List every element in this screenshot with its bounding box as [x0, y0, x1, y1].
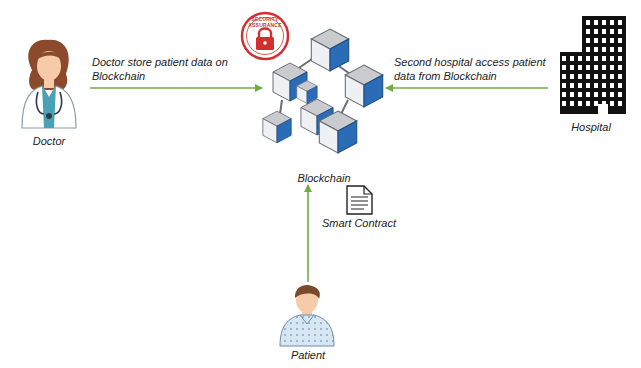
- doctor-figure: [22, 40, 76, 128]
- blockchain-node: Blockchain: [262, 20, 386, 185]
- badge-text: SECURITY ASSURANCE: [247, 16, 283, 28]
- store-arrow: [90, 87, 262, 89]
- access-arrow: [386, 87, 548, 89]
- edge-label: Doctor store patient data on Blockchain: [92, 55, 240, 83]
- patient-node: Patient: [266, 282, 350, 362]
- document-icon: [347, 186, 372, 214]
- edge-label: Second hospital access patient data from…: [394, 55, 558, 83]
- patient-figure: [280, 285, 334, 346]
- contract-arrow: [307, 185, 309, 282]
- node-label: Patient: [291, 349, 325, 362]
- hospital-node: Hospital: [548, 12, 634, 134]
- node-label: Doctor: [33, 135, 65, 148]
- node-label: Blockchain: [297, 172, 350, 185]
- hospital-building: [560, 16, 626, 114]
- node-label: Hospital: [571, 121, 611, 134]
- edge-label: Smart Contract: [322, 216, 422, 230]
- doctor-node: Doctor: [8, 40, 90, 148]
- security-badge: [242, 13, 288, 59]
